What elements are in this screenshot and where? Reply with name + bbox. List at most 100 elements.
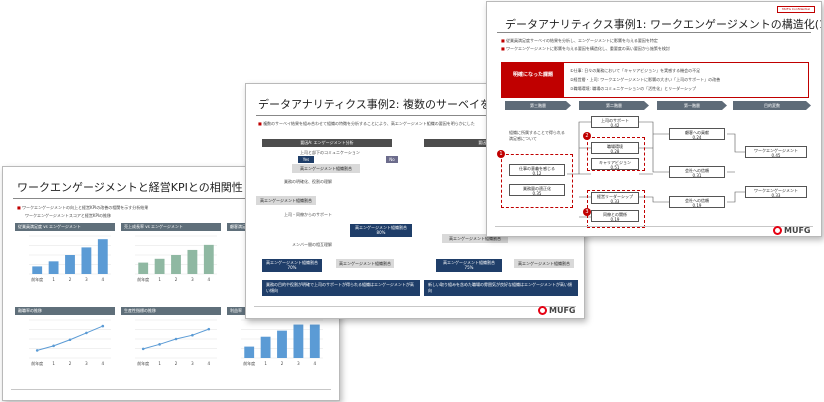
tick-label: 前年度 [31,276,43,282]
node-value: 0.33 [610,199,620,204]
mufg-logo: MUFG [773,226,811,235]
title-divider [13,198,329,199]
panel-header: 生産性指標の推移 [121,307,221,315]
data-point [191,333,194,337]
bar [277,330,287,358]
bar [260,336,271,358]
tick-label: 2 [69,361,72,366]
node-value: 0.42 [610,123,620,128]
node-value: 0.31 [692,173,702,178]
tick-label: 1 [158,277,161,282]
tick-label: 前年度 [137,276,149,282]
issues-box-label: 明確になった課題 [502,63,564,97]
mufg-wordmark: MUFG [549,306,576,315]
bar [244,346,255,358]
mufg-logo: MUFG [538,306,576,315]
slide-engagement-structure: MUFG Confidential データアナリティクス事例1: ワークエンゲー… [486,1,822,237]
data-point [85,331,88,335]
marker-2: 2 [583,132,591,140]
data-point [174,337,178,341]
tick-label: 前年度 [137,360,149,366]
no-tag: No [386,156,398,163]
node-label: キャリアビジョン [599,160,631,165]
node-value: 0.35 [532,191,542,196]
issue-line-2: ②経営層・上司: ワークエンゲージメントに影響の大きい「上司のサポート」の改善 [570,77,721,82]
node-label: 上司のサポート [601,118,629,123]
slide-title: データアナリティクス事例1: ワークエンゲージメントの構造化(1/2) [505,18,822,31]
tick-label: 4 [102,277,105,282]
node-label: 経営リーダーシップ [597,194,633,199]
left-analysis-header: 要因A: エンゲージメント分析 [262,139,392,147]
issue-line-1: ①仕事: 日々の業務において「キャリアビジョン」を実感する機会の不足 [570,68,701,73]
tick-label: 2 [69,277,72,282]
marker-3: 3 [583,208,591,216]
result-node-high: 高エンゲージメント組織割合 80% [350,224,412,237]
slide-note: ワークエンゲージメントスコアと経営KPIの推移 [25,213,112,218]
node-value: 0.12 [532,171,542,176]
tick-label: 1 [52,361,55,366]
node-label: 仕事の意義を感じる [519,166,555,171]
tick-label: 1 [264,361,267,366]
panel-header: 離職率の推移 [15,307,115,315]
tick-label: 3 [297,361,300,366]
confidential-tag: MUFG Confidential [777,6,815,13]
slide-bullet-1: 従業員満足度サーベイの結果を分析し、エンゲージメントに影響を与える要因を特定 [501,38,658,44]
mufg-wordmark: MUFG [784,226,811,235]
tick-label: 2 [175,361,178,366]
bar [32,266,43,274]
footer-divider [254,306,576,307]
bar [65,255,75,274]
data-point [35,349,39,352]
mufg-logo-icon [773,226,782,235]
structure-connectors [567,121,745,218]
footer-divider [11,389,331,390]
node-label: 会社への信頼 [685,168,709,173]
node-value: 0.19 [692,203,702,208]
bar [81,247,92,274]
tick-label: 4 [208,361,211,366]
bar [187,249,198,274]
tick-label: 前年度 [31,360,43,366]
node-value: 0.28 [610,149,620,154]
bar [154,258,165,274]
node-value: 0.51 [610,165,620,170]
bar [309,324,320,358]
panel-header: 売上成長率 vs エンゲージメント [121,223,221,231]
result-node: 高エンゲージメント組織割合 75% [436,259,502,272]
node-label: 会社への信頼 [685,198,709,203]
tick-label: 1 [52,277,55,282]
flow-node: 高エンゲージメント組織割合 [442,234,508,243]
result-node-label: 高エンゲージメント組織割合 [266,260,318,265]
node-label: 職場環境 [607,144,623,149]
tick-label: 2 [281,361,284,366]
data-point [141,347,145,351]
bar [293,324,304,358]
issue-line-3: ③職場環境: 職場のコミュニケーションの「活性化」とリーダーシップ [570,86,697,91]
node-label: 業務量の適正化 [523,186,551,191]
column-header-1: 第一階層 [657,101,727,110]
summary-right: 新しい取り組みを含めた職場の雰囲気が良好な組織はエンゲージメントが高い傾向 [424,280,578,296]
node-label: ワークエンゲージメント [754,188,798,193]
column-header-target: 目的変数 [733,101,811,110]
flow-node: 高エンゲージメント組織割合 [292,164,360,173]
bar [138,262,149,274]
tick-label: 1 [158,361,161,366]
summary-left: 業務の目的や役割が明確で上司のサポートが得られる組織はエンゲージメントが高い傾向 [262,280,420,296]
node-value: 0.19 [610,217,620,222]
tick-label: 2 [175,277,178,282]
title-divider [256,115,574,116]
panel-header: 従業員満足度 vs エンゲージメント [15,223,115,231]
slide-title: ワークエンゲージメントと経営KPIとの相関性 [17,181,243,194]
marker-1: 1 [497,150,505,158]
